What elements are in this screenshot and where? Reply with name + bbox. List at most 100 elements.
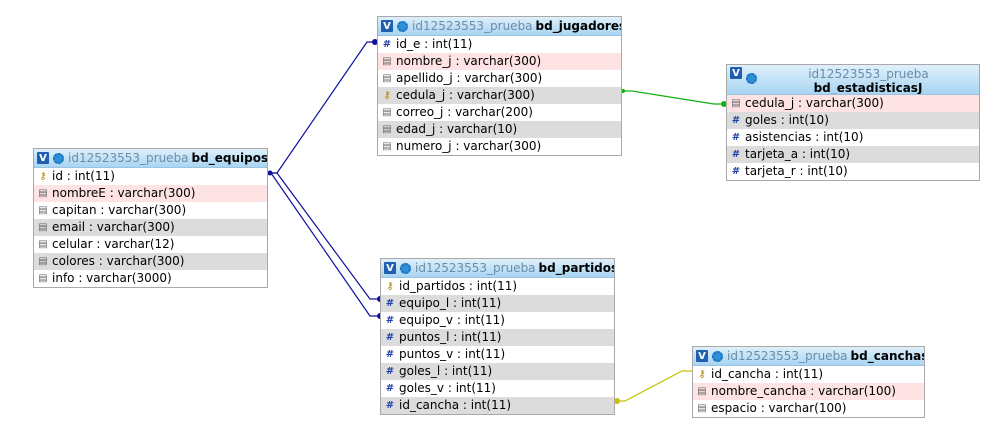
hash-icon: # (385, 366, 395, 377)
field-label: cedula_j : varchar(300) (396, 88, 535, 102)
gear-icon[interactable] (400, 262, 411, 274)
field-label: goles_v : int(11) (399, 381, 496, 395)
field-row[interactable]: ▤ nombre_cancha : varchar(100) (693, 383, 924, 400)
field-row[interactable]: #asistencias : int(10) (727, 129, 979, 146)
field-label: puntos_v : int(11) (399, 347, 506, 361)
key-icon: ⚷ (383, 90, 391, 101)
gear-icon[interactable] (53, 152, 64, 164)
text-icon: ▤ (382, 73, 392, 84)
text-icon: ▤ (697, 386, 707, 397)
table-header[interactable]: V id12523553_prueba bd_equipos (34, 149, 267, 168)
field-row[interactable]: ▤celular : varchar(12) (34, 236, 267, 253)
table-bd-estadisticasj[interactable]: V id12523553_prueba bd_estadisticasJ ▤ ce… (726, 64, 980, 181)
text-icon: ▤ (38, 222, 48, 233)
hash-icon: # (385, 349, 395, 360)
table-name: bd_canchas (850, 349, 924, 363)
field-row[interactable]: ▤capitan : varchar(300) (34, 202, 267, 219)
key-icon: ⚷ (698, 369, 706, 380)
text-icon: ▤ (38, 256, 48, 267)
field-list: ⚷id : int(11)▤nombreE : varchar(300)▤cap… (34, 168, 267, 287)
field-list: ▤ cedula_j : varchar(300) #goles : int(10)… (727, 95, 979, 180)
gear-icon[interactable] (746, 73, 757, 84)
database-name: id12523553_prueba (412, 19, 533, 33)
relation-origin-equipos (267, 170, 273, 176)
field-row[interactable]: #tarjeta_a : int(10) (727, 146, 979, 163)
field-row[interactable]: #tarjeta_r : int(10) (727, 163, 979, 180)
database-name: id12523553_prueba (727, 349, 848, 363)
field-row[interactable]: ▤numero_j : varchar(300) (378, 138, 621, 155)
field-label: equipo_v : int(11) (399, 313, 505, 327)
table-bd-canchas[interactable]: V id12523553_prueba bd_canchas ⚷ id_canch… (692, 346, 925, 418)
database-name: id12523553_prueba (808, 67, 929, 81)
field-row[interactable]: #goles_v : int(11) (381, 380, 614, 397)
field-row[interactable]: # id_e : int(11) (378, 36, 621, 53)
field-label: tarjeta_a : int(10) (745, 147, 851, 161)
field-label: espacio : varchar(100) (711, 401, 847, 415)
text-icon: ▤ (382, 56, 392, 67)
field-label: nombre_cancha : varchar(100) (711, 384, 896, 398)
field-row[interactable]: ▤ espacio : varchar(100) (693, 400, 924, 417)
field-label: id : int(11) (52, 169, 115, 183)
field-label: edad_j : varchar(10) (396, 122, 518, 136)
field-label: tarjeta_r : int(10) (745, 164, 848, 178)
text-icon: ▤ (38, 205, 48, 216)
hash-icon: # (385, 332, 395, 343)
field-row[interactable]: # puntos_v : int(11) (381, 346, 614, 363)
hash-icon: # (731, 132, 741, 143)
relation-line-equipos-jugadores (267, 41, 377, 174)
field-row[interactable]: ▤colores : varchar(300) (34, 253, 267, 270)
table-name: bd_jugadores (535, 19, 621, 33)
field-label: celular : varchar(12) (52, 237, 175, 251)
field-row[interactable]: #equipo_v : int(11) (381, 312, 614, 329)
field-row[interactable]: #goles_l : int(11) (381, 363, 614, 380)
field-row[interactable]: ⚷ cedula_j : varchar(300) (378, 87, 621, 104)
field-label: id_partidos : int(11) (399, 279, 518, 293)
field-row[interactable]: ▤info : varchar(3000) (34, 270, 267, 287)
relation-endpoint-estadisticas (721, 101, 727, 107)
text-icon: ▤ (38, 188, 48, 199)
field-row[interactable]: ▤email : varchar(300) (34, 219, 267, 236)
text-icon: ▤ (697, 403, 707, 414)
field-label: id_e : int(11) (396, 37, 473, 51)
gear-icon[interactable] (397, 20, 408, 32)
field-row[interactable]: #id_cancha : int(11) (381, 397, 614, 414)
field-label: cedula_j : varchar(300) (745, 96, 884, 110)
toggle-icon[interactable]: V (37, 152, 49, 164)
field-row[interactable]: ▤ edad_j : varchar(10) (378, 121, 621, 138)
toggle-icon[interactable]: V (381, 20, 393, 32)
text-icon: ▤ (38, 273, 48, 284)
field-row[interactable]: ⚷id : int(11) (34, 168, 267, 185)
table-bd-jugadores[interactable]: V id12523553_prueba bd_jugadores # id_e :… (377, 16, 622, 156)
field-row[interactable]: #equipo_l : int(11) (381, 295, 614, 312)
field-row[interactable]: ▤ apellido_j : varchar(300) (378, 70, 621, 87)
table-header[interactable]: V id12523553_prueba bd_canchas (693, 347, 924, 366)
field-row[interactable]: ⚷ id_cancha : int(11) (693, 366, 924, 383)
toggle-icon[interactable]: V (384, 262, 396, 274)
text-icon: ▤ (731, 98, 741, 109)
field-label: puntos_l : int(11) (399, 330, 502, 344)
table-bd-partidos[interactable]: V id12523553_prueba bd_partidos ⚷id_part… (380, 258, 615, 415)
field-row[interactable]: ▤correo_j : varchar(200) (378, 104, 621, 121)
field-row[interactable]: ▤nombreE : varchar(300) (34, 185, 267, 202)
database-name: id12523553_prueba (415, 261, 536, 275)
text-icon: ▤ (382, 124, 392, 135)
hash-icon: # (385, 298, 395, 309)
relation-endpoint-partidos-cancha (614, 398, 620, 404)
field-row[interactable]: # puntos_l : int(11) (381, 329, 614, 346)
table-header[interactable]: V id12523553_prueba bd_jugadores (378, 17, 621, 36)
field-row[interactable]: #goles : int(10) (727, 112, 979, 129)
field-row[interactable]: ⚷id_partidos : int(11) (381, 278, 614, 295)
hash-icon: # (382, 39, 392, 50)
toggle-icon[interactable]: V (730, 67, 742, 79)
field-label: id_cancha : int(11) (711, 367, 824, 381)
table-bd-equipos[interactable]: V id12523553_prueba bd_equipos ⚷id : int… (33, 148, 268, 288)
toggle-icon[interactable]: V (696, 350, 708, 362)
field-list: #id_e : int(11)▤nombre_j : varchar(300)▤… (378, 36, 621, 155)
field-label: id_cancha : int(11) (399, 398, 512, 412)
table-header[interactable]: V id12523553_prueba bd_estadisticasJ (727, 65, 979, 95)
gear-icon[interactable] (712, 350, 723, 362)
field-label: apellido_j : varchar(300) (396, 71, 543, 85)
table-header[interactable]: V id12523553_prueba bd_partidos (381, 259, 614, 278)
field-row[interactable]: ▤nombre_j : varchar(300) (378, 53, 621, 70)
field-row[interactable]: ▤ cedula_j : varchar(300) (727, 95, 979, 112)
